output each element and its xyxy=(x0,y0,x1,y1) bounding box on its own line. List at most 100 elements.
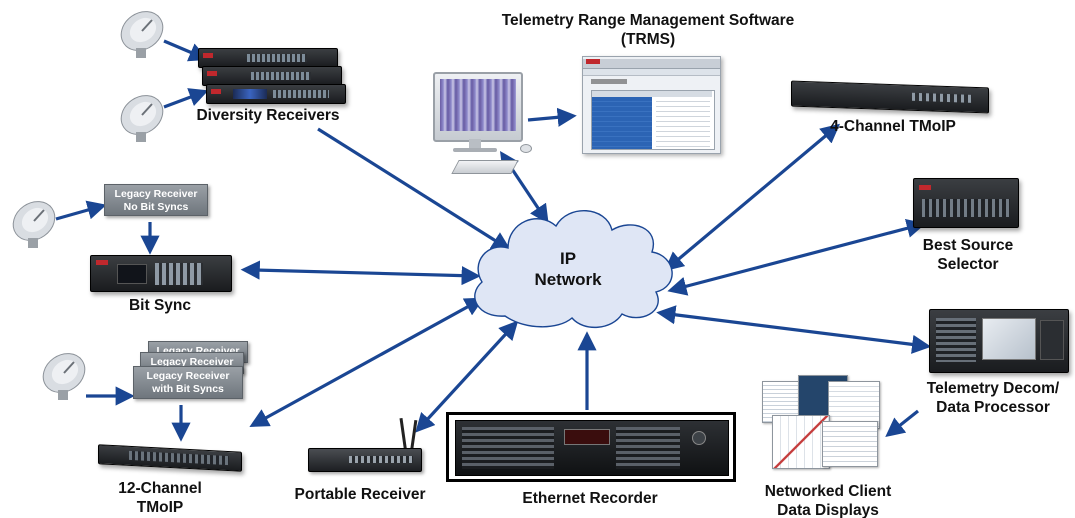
brand-logo xyxy=(919,185,931,190)
trms-table xyxy=(591,90,715,150)
legacy-no-bitsync-line2: No Bit Syncs xyxy=(123,201,189,213)
label-ethernet-recorder: Ethernet Recorder xyxy=(522,490,658,507)
label-12-channel-tmoip: 12-Channel TMoIP xyxy=(100,479,220,517)
decom-panel xyxy=(1040,320,1064,360)
trms-title: Telemetry Range Management Software (TRM… xyxy=(478,11,818,49)
receiver-controls xyxy=(251,72,311,80)
trms-table-selected-column xyxy=(592,97,652,149)
cloud-icon xyxy=(474,210,673,329)
label-12ch-line1: 12-Channel xyxy=(118,480,202,497)
label-decom-line2: Data Processor xyxy=(936,399,1050,416)
decom-processor-device xyxy=(929,309,1069,373)
receiver-controls xyxy=(273,90,329,98)
label-bit-sync: Bit Sync xyxy=(128,297,191,314)
trms-section-heading xyxy=(591,79,627,84)
best-source-selector-device xyxy=(913,178,1019,228)
arrow-diversity-to-network xyxy=(317,127,512,251)
trms-table-rows xyxy=(656,97,710,149)
arrow-decom-network xyxy=(656,305,932,354)
rack-receiver-icon xyxy=(206,84,346,104)
monitor-base xyxy=(453,148,497,152)
legacy-front-line1: Legacy Receiver xyxy=(146,370,230,382)
ethernet-recorder-frame xyxy=(446,412,736,482)
legacy-back2-label: Legacy Receiver xyxy=(150,356,234,368)
satellite-dish-icon xyxy=(12,201,56,248)
label-telemetry-decom: Telemetry Decom/ Data Processor xyxy=(913,379,1073,417)
label-decom-line1: Telemetry Decom/ xyxy=(926,380,1060,397)
keyboard-icon xyxy=(451,160,519,174)
portable-receiver xyxy=(308,417,430,474)
recorder-drive-bays-right xyxy=(616,427,680,469)
trms-window-titlebar xyxy=(583,59,720,69)
label-diversity-receivers: Diversity Receivers xyxy=(196,107,340,124)
legacy-front-line2: with Bit Syncs xyxy=(152,383,224,395)
label-client-line2: Data Displays xyxy=(777,502,879,518)
satellite-dish-icon xyxy=(120,95,164,142)
selector-ports xyxy=(922,199,1010,217)
bitsync-display xyxy=(117,264,147,284)
arrow-monitor-to-trms xyxy=(527,107,577,127)
label-networked-client-displays: Networked Client Data Displays xyxy=(748,482,908,518)
trms-logo-icon xyxy=(586,59,600,64)
arrow-bitsync-network xyxy=(240,260,481,286)
legacy-receiver-no-bitsync-box: Legacy Receiver No Bit Syncs xyxy=(104,184,208,216)
workstation xyxy=(427,72,532,177)
client-displays-icon xyxy=(762,375,882,475)
receiver-controls xyxy=(247,54,307,62)
portable-receiver-body xyxy=(308,448,422,472)
satellite-dish-icon xyxy=(120,11,164,58)
trms-title-line2: (TRMS) xyxy=(620,31,676,48)
arrow-bestsource-network xyxy=(667,218,926,296)
label-best-source-selector: Best Source Selector xyxy=(908,236,1028,274)
bitsync-keypad xyxy=(155,263,203,285)
monitor-icon xyxy=(433,72,523,142)
cloud-line1: IP xyxy=(559,249,577,268)
trms-table-header xyxy=(592,91,712,97)
label-portable-receiver: Portable Receiver xyxy=(294,486,426,503)
arrow-dish-to-legacy xyxy=(55,200,107,221)
tmoip-12-ports xyxy=(129,450,229,466)
monitor-stand xyxy=(469,139,481,149)
portable-ports xyxy=(349,456,413,463)
recorder-display xyxy=(564,429,610,445)
trms-software-window xyxy=(582,56,721,154)
arrow-trms-network xyxy=(500,151,549,224)
rack-receiver-icon xyxy=(202,66,342,86)
recorder-drive-bays-left xyxy=(462,427,554,469)
bit-sync-device xyxy=(90,255,232,292)
monitor-screen xyxy=(440,79,516,131)
decom-screen xyxy=(982,318,1036,360)
label-client-line1: Networked Client xyxy=(764,483,892,500)
tmoip-4-ports xyxy=(912,92,972,103)
trms-title-line1: Telemetry Range Management Software xyxy=(501,12,795,29)
mouse-icon xyxy=(520,144,532,153)
cloud-title: IP Network xyxy=(528,248,608,290)
arrow-portable-network xyxy=(415,320,519,433)
label-best-source-line1: Best Source xyxy=(922,237,1014,254)
trms-menu-bar xyxy=(583,69,720,76)
satellite-dish-icon xyxy=(42,353,86,400)
label-best-source-line2: Selector xyxy=(937,256,999,273)
brand-logo xyxy=(203,53,213,58)
cloud-line2: Network xyxy=(534,270,602,289)
client-window-4 xyxy=(772,415,830,469)
label-4-channel-tmoip: 4-Channel TMoIP xyxy=(830,118,956,135)
arrow-dish-to-diversity-top xyxy=(163,39,209,62)
recorder-icon xyxy=(455,420,729,476)
legacy-no-bitsync-line1: Legacy Receiver xyxy=(114,188,198,200)
legacy-receiver-with-bitsyncs-box: Legacy Receiver with Bit Syncs xyxy=(133,366,243,399)
rack-receiver-icon xyxy=(198,48,338,68)
brand-logo xyxy=(207,71,217,76)
arrow-dish-to-diversity-bottom xyxy=(163,88,209,109)
receiver-display xyxy=(233,89,267,99)
arrow-decom-to-clients xyxy=(885,409,919,437)
label-12ch-line2: TMoIP xyxy=(136,499,184,516)
client-window-5 xyxy=(822,421,878,467)
arrow-12ch-network xyxy=(249,297,485,427)
power-button-icon xyxy=(692,431,706,445)
brand-logo xyxy=(211,89,221,94)
decom-slots xyxy=(936,318,976,362)
brand-logo xyxy=(96,260,108,265)
